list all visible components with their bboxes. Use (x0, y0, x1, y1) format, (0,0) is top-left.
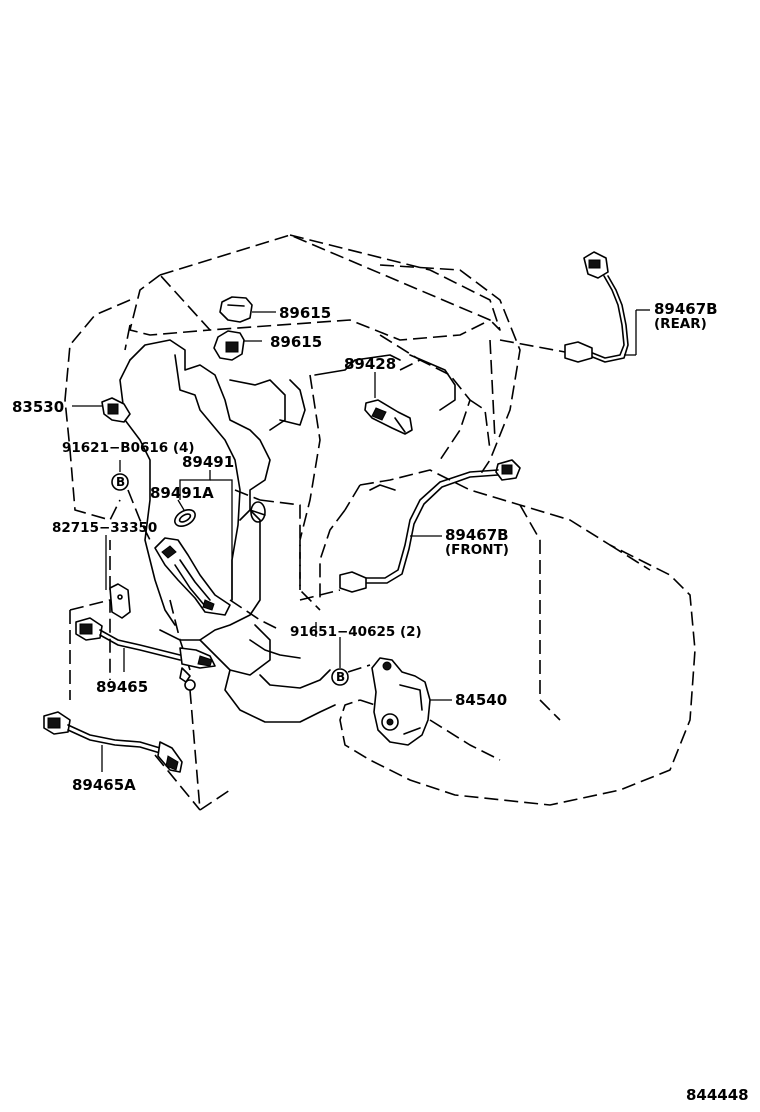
label-91651: 91651−40625 (2) (290, 624, 422, 640)
label-89615-top: 89615 (279, 304, 331, 322)
diagram-number: 844448 (686, 1086, 749, 1104)
label-89465: 89465 (96, 678, 148, 696)
label-89615-mid: 89615 (270, 333, 322, 351)
oxygen-sensor-89465 (75, 617, 216, 683)
bracket-82715 (105, 535, 131, 619)
gasket-89491a (174, 499, 196, 527)
label-89467b-front: 89467B (445, 526, 509, 544)
label-82715: 82715−33350 (52, 520, 157, 536)
switch-83530 (72, 397, 131, 423)
sensor-89428 (364, 372, 413, 435)
label-91621: 91621−B0616 (4) (62, 440, 195, 456)
engine-outline (64, 234, 696, 811)
sensor-89615-top (219, 296, 276, 323)
cylinder-head-details (314, 354, 456, 491)
label-rear: (REAR) (654, 316, 707, 332)
label-84540: 84540 (455, 691, 507, 709)
oxygen-sensor-89467b-front (299, 459, 521, 601)
label-front: (FRONT) (445, 542, 509, 558)
sensor-89491 (154, 470, 233, 616)
bolt-91621 (111, 460, 151, 541)
bolt-91651 (315, 622, 371, 686)
label-83530: 83530 (12, 398, 64, 416)
label-89491a: 89491A (150, 484, 214, 502)
label-89465a: 89465A (72, 776, 136, 794)
oxygen-sensor-89467b-rear (499, 251, 650, 363)
label-89467b-rear: 89467B (654, 300, 718, 318)
exhaust-manifold (119, 339, 336, 723)
oxygen-sensor-89465a (43, 711, 183, 773)
label-89428: 89428 (344, 355, 396, 373)
circle-b-right: B (336, 670, 345, 684)
switch-84540 (359, 657, 452, 746)
circle-b-left: B (116, 475, 125, 489)
gasket-small (184, 679, 196, 691)
label-89491: 89491 (182, 453, 234, 471)
sensor-89615-mid (213, 330, 262, 361)
